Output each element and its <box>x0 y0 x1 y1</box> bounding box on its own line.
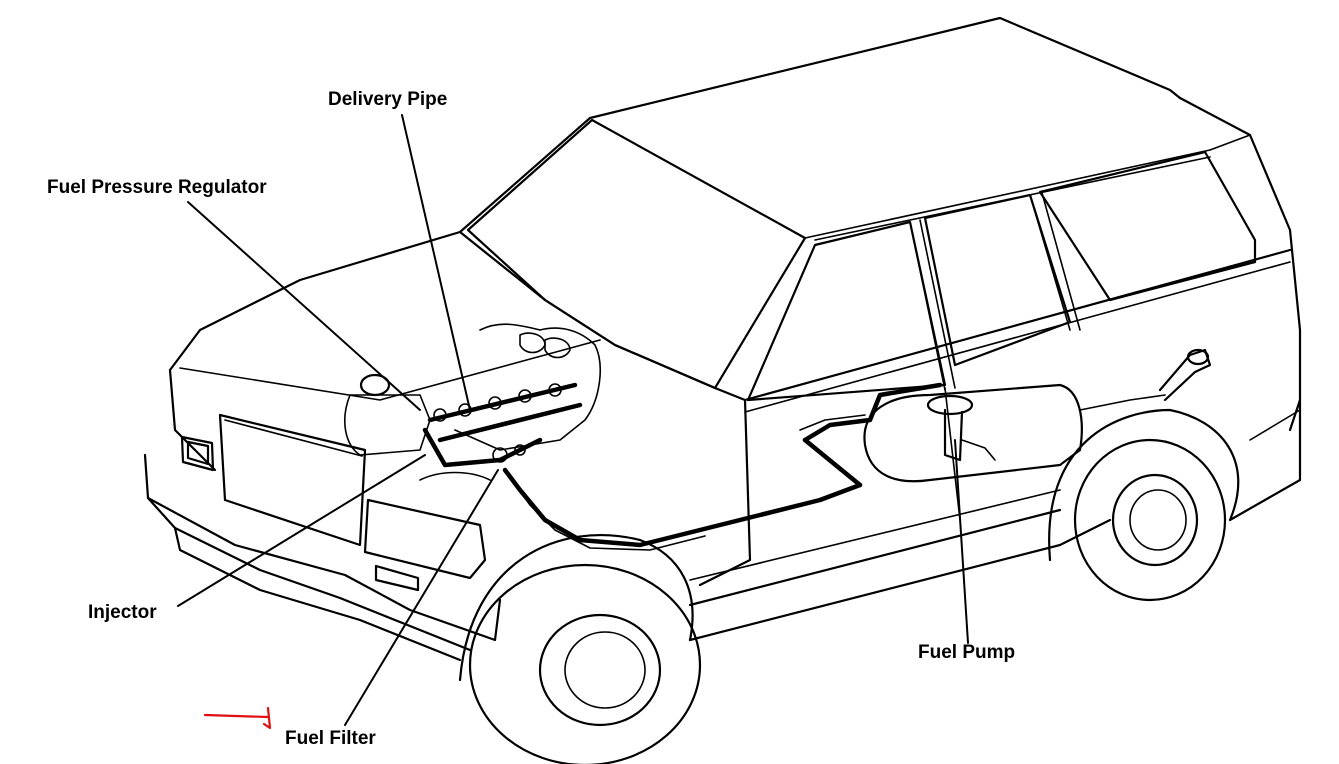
windshield <box>466 118 807 390</box>
leader-fuel-filter <box>344 469 499 726</box>
fuel-line-main <box>502 467 863 548</box>
headlight <box>180 435 215 472</box>
body-sill <box>688 518 1112 642</box>
front-wheel-hub <box>538 613 662 727</box>
leader-fuel-pump <box>954 439 969 644</box>
delivery-pipe <box>427 382 578 423</box>
fuel-filter-part <box>492 447 508 463</box>
red-annotation-arrow <box>203 706 272 730</box>
leader-regulator <box>187 201 421 411</box>
rear-wheel <box>1073 438 1227 602</box>
front-wheel-arch <box>458 533 694 682</box>
rear-door-window <box>923 193 1072 367</box>
label-fuel-pump: Fuel Pump <box>918 642 1016 663</box>
rear-wheel-arch <box>1048 408 1240 562</box>
reservoir <box>359 373 391 397</box>
quarter-window <box>1038 150 1257 302</box>
front-bumper <box>143 453 502 642</box>
leader-delivery-pipe <box>401 114 471 411</box>
label-fuel-filter: Fuel Filter <box>285 728 376 749</box>
fuel-pump-cap <box>926 394 974 416</box>
grille <box>218 413 367 547</box>
label-delivery-pipe: Delivery Pipe <box>328 89 448 110</box>
fuel-tank-body <box>863 383 1083 483</box>
engine <box>344 323 601 481</box>
fuel-pump <box>943 408 964 462</box>
hood <box>168 230 747 402</box>
fuel-tank <box>863 383 1166 483</box>
roof-outline <box>458 16 1182 234</box>
label-injector: Injector <box>88 602 157 623</box>
side-headlight <box>363 498 487 580</box>
engine-block <box>344 394 431 456</box>
front-wheel <box>468 563 702 764</box>
vehicle-body <box>143 16 1302 764</box>
label-fuel-pressure-regulator: Fuel Pressure Regulator <box>47 177 267 198</box>
leader-lines <box>177 114 969 726</box>
leader-injector <box>177 454 426 607</box>
fuel-line <box>502 382 943 551</box>
